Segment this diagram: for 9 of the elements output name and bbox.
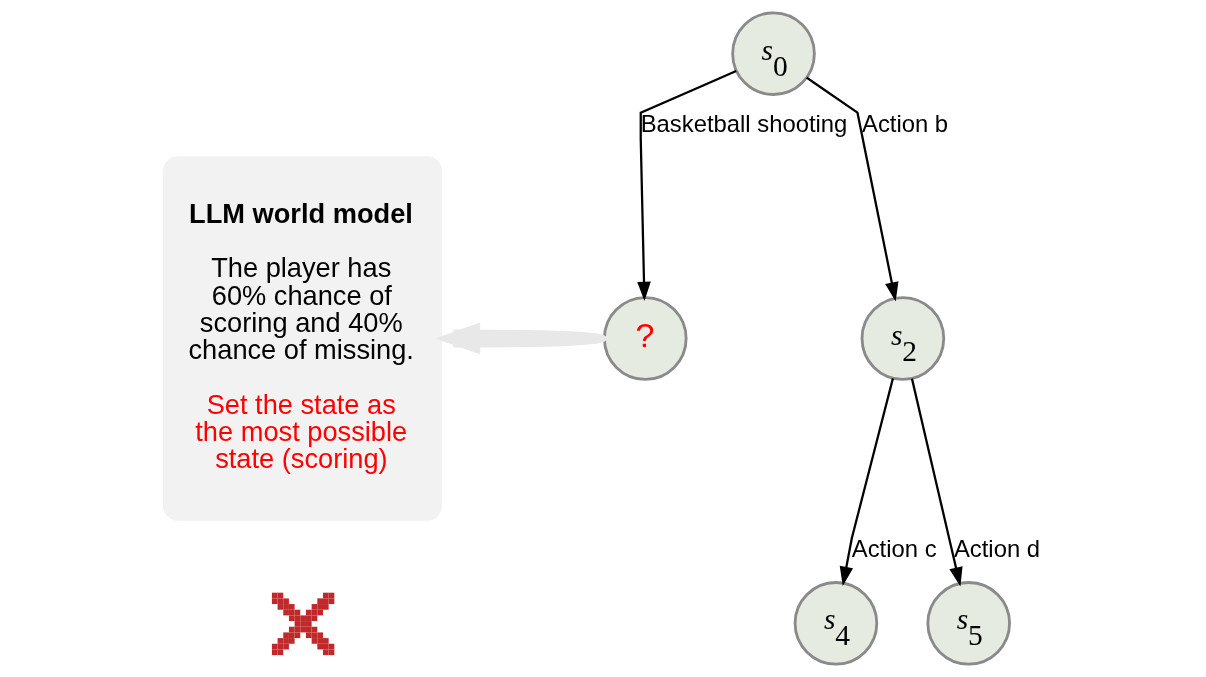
node-circle: ? xyxy=(603,296,688,381)
arrow xyxy=(806,76,899,302)
arrow xyxy=(637,70,737,302)
edge-label: Action b xyxy=(862,109,949,137)
edge-label: Action c xyxy=(851,535,937,563)
edge-label: Action d xyxy=(953,535,1041,563)
edge-label: Basketball shooting xyxy=(640,109,848,137)
arrow xyxy=(910,378,963,587)
arrow xyxy=(839,378,894,587)
